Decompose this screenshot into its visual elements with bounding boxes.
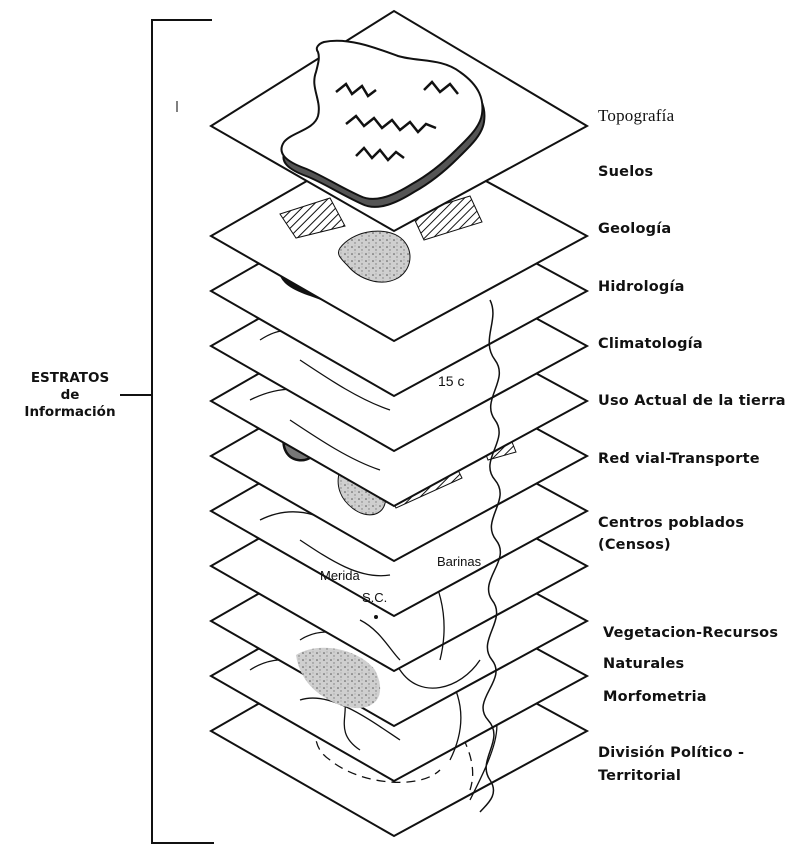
city-label-barinas: Barinas <box>437 554 481 569</box>
layer-label-red-vial: Red vial-Transporte <box>598 451 760 467</box>
layer-label-centros-poblados: Centros poblados <box>598 515 744 531</box>
layer-label-centros-poblados-2: (Censos) <box>598 537 671 553</box>
layer-label-climatologia: Climatología <box>598 336 703 352</box>
strata-label-line3: Información <box>0 404 140 421</box>
temperature-label: 15 c <box>438 373 464 389</box>
layer-label-vegetacion: Vegetacion-Recursos <box>603 625 778 641</box>
strata-label: ESTRATOS de Información <box>0 370 140 421</box>
layer-label-geologia: Geología <box>598 221 671 237</box>
layer-label-uso-actual: Uso Actual de la tierra <box>598 393 786 409</box>
layer-label-morfometria: Morfometria <box>603 689 707 705</box>
bracket <box>120 20 214 843</box>
layer-label-division-2: Territorial <box>598 768 681 784</box>
city-label-sc: S.C. <box>362 590 387 605</box>
layer-label-suelos: Suelos <box>598 164 653 180</box>
layer-label-vegetacion-2: Naturales <box>603 656 684 672</box>
layer-topografia <box>211 11 587 231</box>
city-label-merida: Merida <box>320 568 360 583</box>
strata-label-line1: ESTRATOS <box>0 370 140 387</box>
strata-label-line2: de <box>0 387 140 404</box>
layer-label-topografia: Topografía <box>598 106 674 126</box>
layer-label-division: División Político - <box>598 745 744 761</box>
layer-label-hidrologia: Hidrología <box>598 279 685 295</box>
